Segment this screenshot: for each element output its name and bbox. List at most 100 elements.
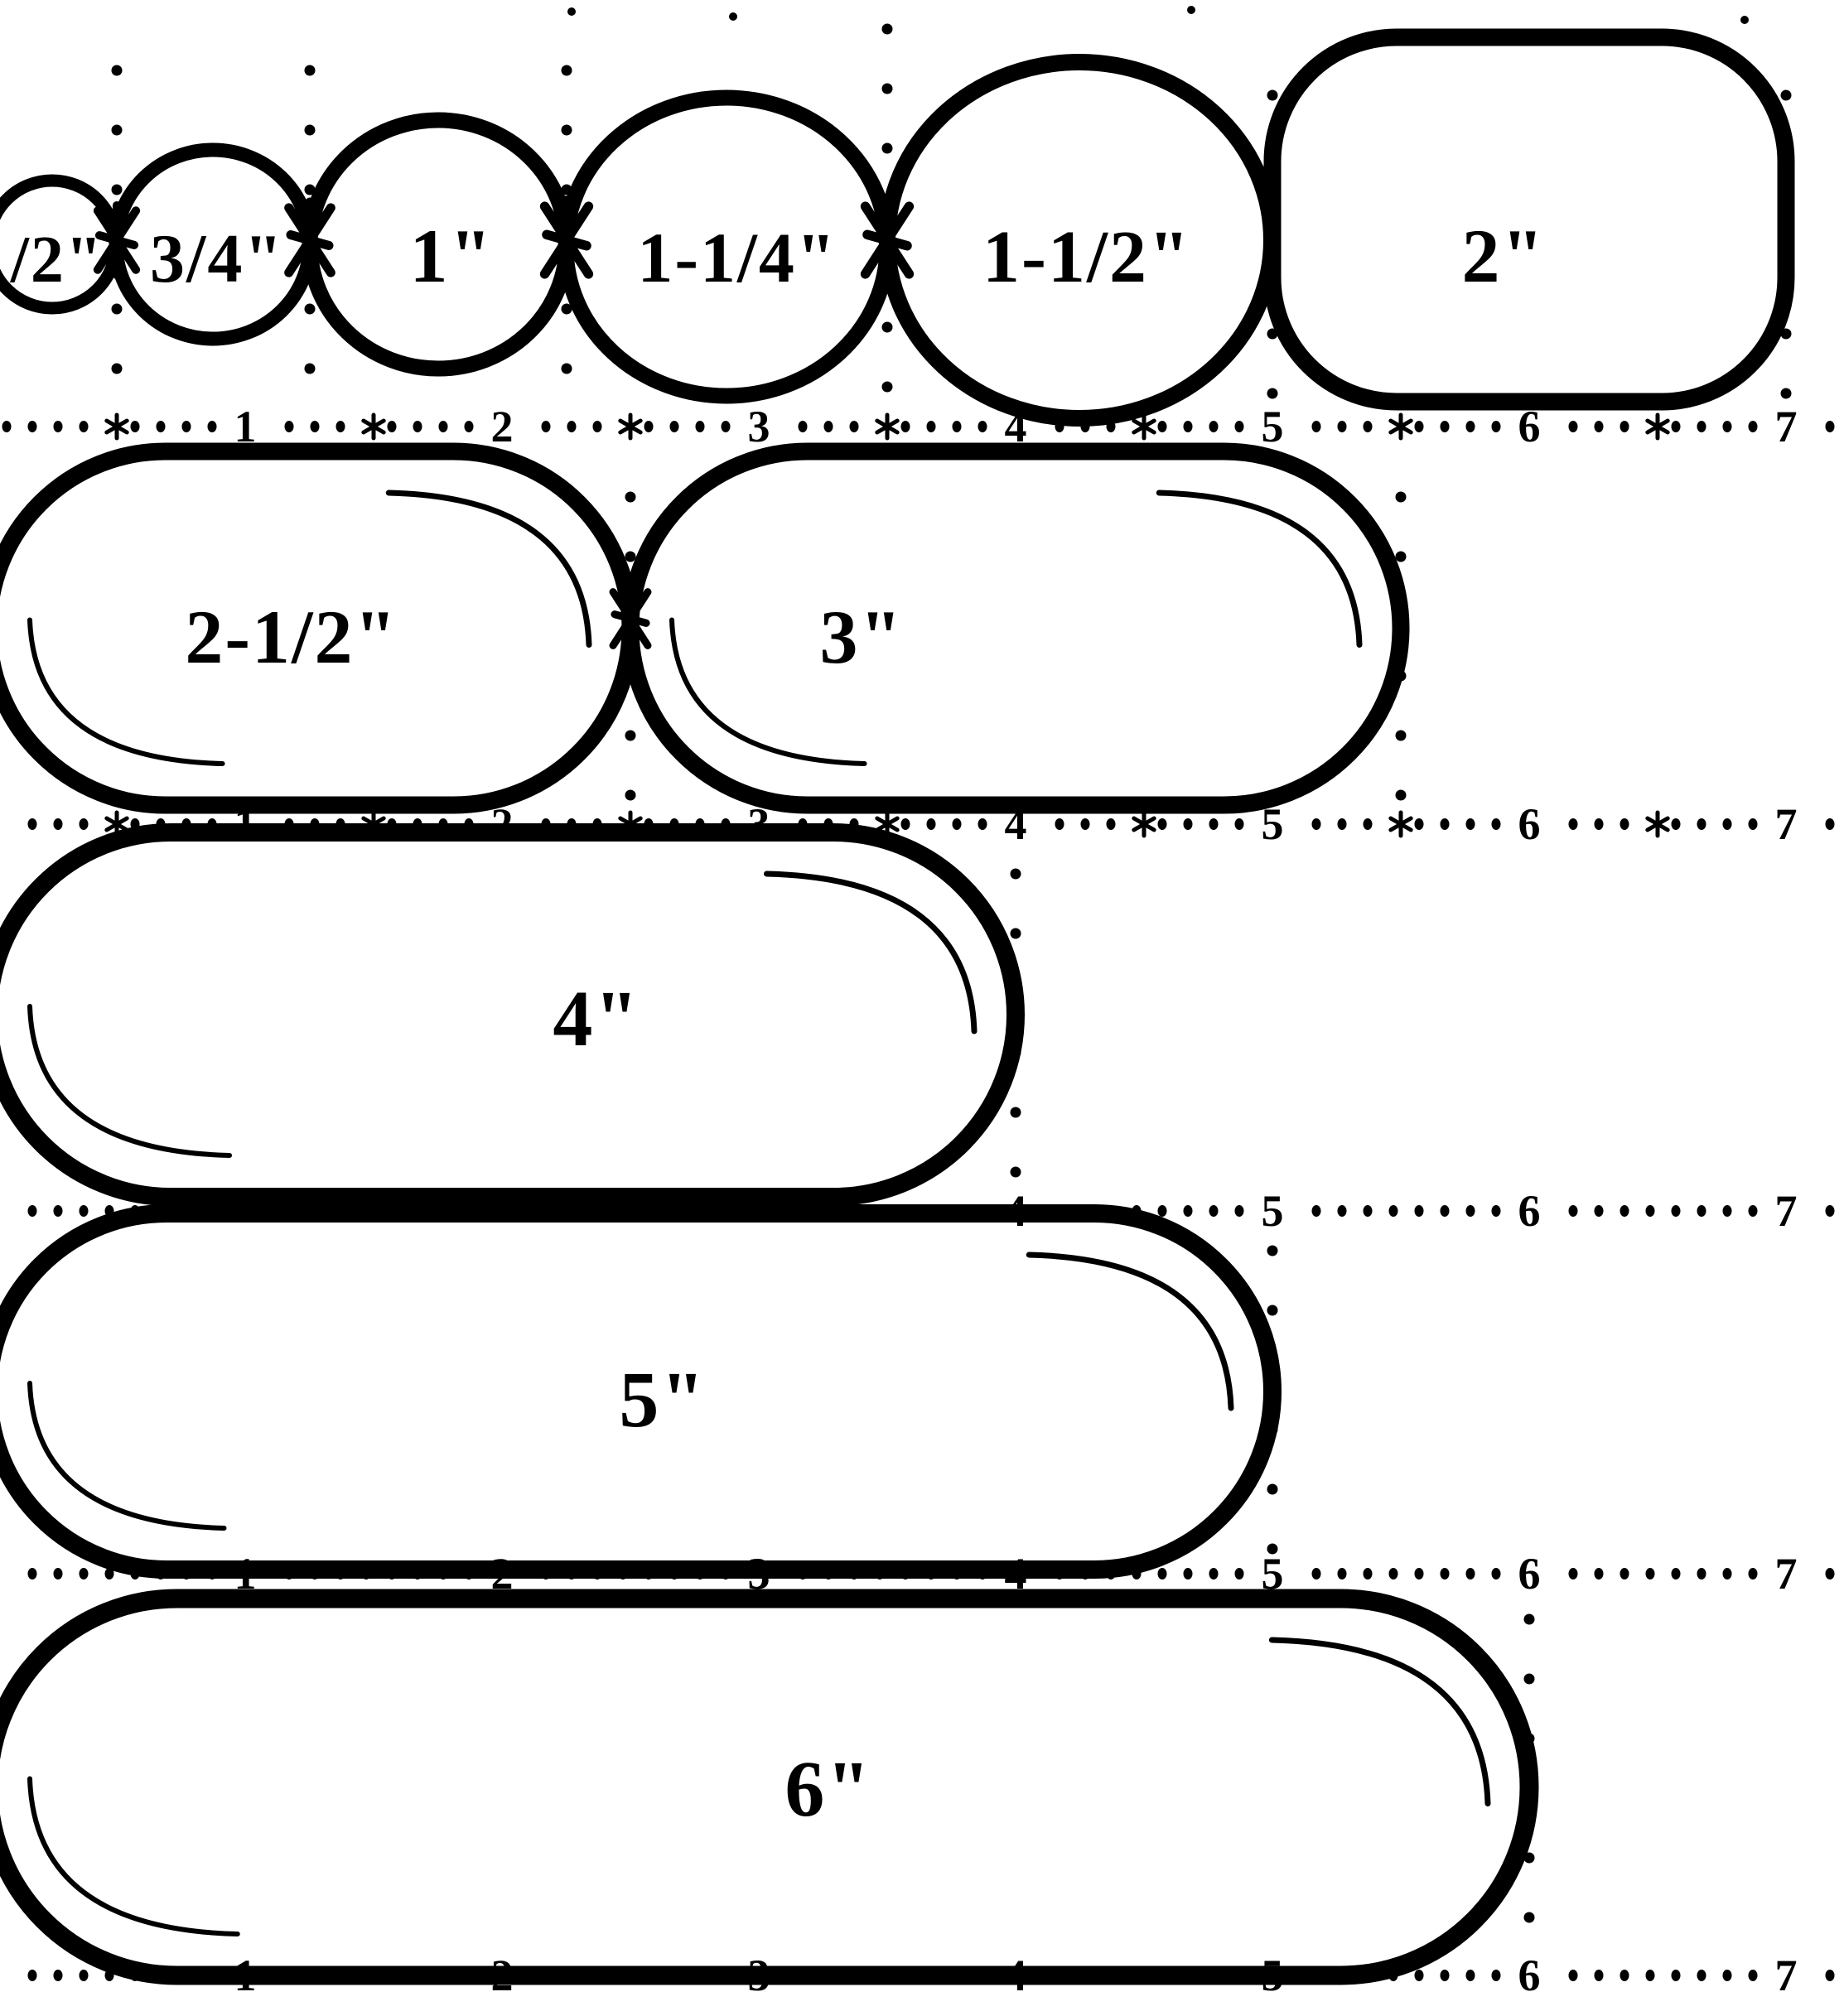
ruler-dot (413, 421, 422, 432)
ruler-dot (798, 818, 808, 830)
ruler-dot (1234, 1205, 1244, 1217)
ruler-dot (849, 818, 859, 830)
ruler-dot (875, 1970, 885, 1981)
ruler-dot (1337, 1205, 1347, 1217)
ruler-dot (1620, 1568, 1629, 1580)
ruler-inch-numeral: 4 (1005, 799, 1027, 849)
ruler-dot (464, 1205, 474, 1217)
ruler-dot (1748, 1568, 1758, 1580)
ruler-dot (130, 1205, 140, 1217)
ruler-dot (1620, 421, 1629, 432)
ruler-dot (541, 1205, 551, 1217)
ruler-dot (1080, 1205, 1090, 1217)
vertical-dotted-guide-dot (881, 83, 893, 94)
ruler-dot (181, 1568, 191, 1580)
ruler-dot (1825, 818, 1835, 830)
ruler-dot (104, 1970, 114, 1981)
ruler-dot (1157, 1205, 1167, 1217)
vertical-dotted-guide-dot (625, 491, 636, 503)
inner-highlight-arc-bottom-left (27, 1381, 227, 1531)
ruler-dot (207, 818, 217, 830)
ruler-dot (926, 421, 936, 432)
ruler-dot (1568, 1568, 1578, 1580)
vertical-dotted-guide-dot (1267, 1305, 1278, 1316)
ruler-dot (900, 1970, 910, 1981)
ruler-dot (1157, 1970, 1167, 1981)
vertical-dotted-guide-dot (625, 551, 636, 562)
ruler-dot (1183, 421, 1193, 432)
size-label: 1/2" (0, 224, 104, 297)
ruler-dot (1440, 421, 1450, 432)
ruler-dot (798, 1205, 808, 1217)
ruler-dot (541, 421, 551, 432)
inner-highlight-arc-bottom-left (669, 617, 867, 766)
ruler-dot (849, 421, 859, 432)
ruler-dot (567, 1205, 577, 1217)
ruler-dot (1620, 1970, 1629, 1981)
ruler-dot (1748, 818, 1758, 830)
ruler-dot (181, 1970, 191, 1981)
ruler-dot (1132, 1568, 1142, 1580)
ruler-dot (1697, 1568, 1706, 1580)
ruler-dot (669, 1568, 679, 1580)
ruler-dot (1697, 1205, 1706, 1217)
ruler-dot (592, 818, 602, 830)
ruler-dot (952, 1205, 962, 1217)
ruler-dot (104, 1205, 114, 1217)
ruler-dot (1568, 421, 1578, 432)
ruler-dot (1106, 1970, 1116, 1981)
ruler-dot (978, 818, 987, 830)
vertical-dotted-guide-dot (1267, 89, 1278, 101)
ruler-dot (1311, 1970, 1321, 1981)
ruler-dot (772, 1205, 782, 1217)
vertical-dotted-guide-dot (1780, 89, 1792, 101)
ruler-inch-numeral: 4 (1005, 1549, 1027, 1599)
vertical-dotted-guide-dot (304, 65, 316, 76)
ruler-dot (1157, 818, 1167, 830)
ruler-dot (1363, 1970, 1373, 1981)
ruler-dot (53, 1205, 63, 1217)
ruler-dot (413, 1205, 422, 1217)
ruler-dot (1440, 818, 1450, 830)
ruler-dot (926, 1970, 936, 1981)
vertical-dotted-guide-dot (1010, 1166, 1021, 1178)
ruler-inch-numeral: 7 (1775, 1951, 1798, 2000)
ruler-dot (952, 818, 962, 830)
ruler-dot (1568, 1205, 1578, 1217)
ruler-dot (1311, 1568, 1321, 1580)
ruler-half-inch-asterisk (104, 418, 129, 435)
ruler-dot (721, 1970, 731, 1981)
ruler-inch-numeral: 7 (1775, 402, 1798, 451)
ruler-dot (1055, 818, 1064, 830)
inner-highlight-arc-bottom-left (27, 617, 225, 766)
size-label: 5" (619, 1355, 706, 1444)
ruler-dot (1568, 818, 1578, 830)
ruler-dot (900, 818, 910, 830)
ruler-dot (669, 421, 679, 432)
inner-highlight-arc-bottom-left (27, 1776, 240, 1936)
inner-highlight-arc-top-right (1026, 1252, 1234, 1411)
ruler-dot (27, 818, 37, 830)
ruler-dot (1337, 1970, 1347, 1981)
ruler-dot (335, 421, 345, 432)
ruler-dot (53, 421, 63, 432)
ruler-inch-numeral: 3 (748, 402, 770, 451)
ruler-dot (952, 1568, 962, 1580)
ruler-dot (1620, 818, 1629, 830)
vertical-dotted-guide-dot (304, 124, 316, 136)
ruler-dot (387, 421, 397, 432)
ruler-dot (207, 421, 217, 432)
size-pill-outline (0, 1589, 1539, 1985)
ruler-dot (1132, 1970, 1142, 1981)
ruler-dot (1183, 1568, 1193, 1580)
vertical-dotted-guide-dot (1523, 1613, 1535, 1625)
ruler-dot (721, 421, 731, 432)
ruler-dot (438, 1568, 448, 1580)
ruler-dot (130, 818, 140, 830)
ruler-dot (1671, 421, 1681, 432)
vertical-dotted-guide-dot (881, 381, 893, 393)
ruler-dot (1414, 421, 1424, 432)
ruler-dot (464, 1970, 474, 1981)
vertical-dotted-guide-dot (1780, 388, 1792, 399)
